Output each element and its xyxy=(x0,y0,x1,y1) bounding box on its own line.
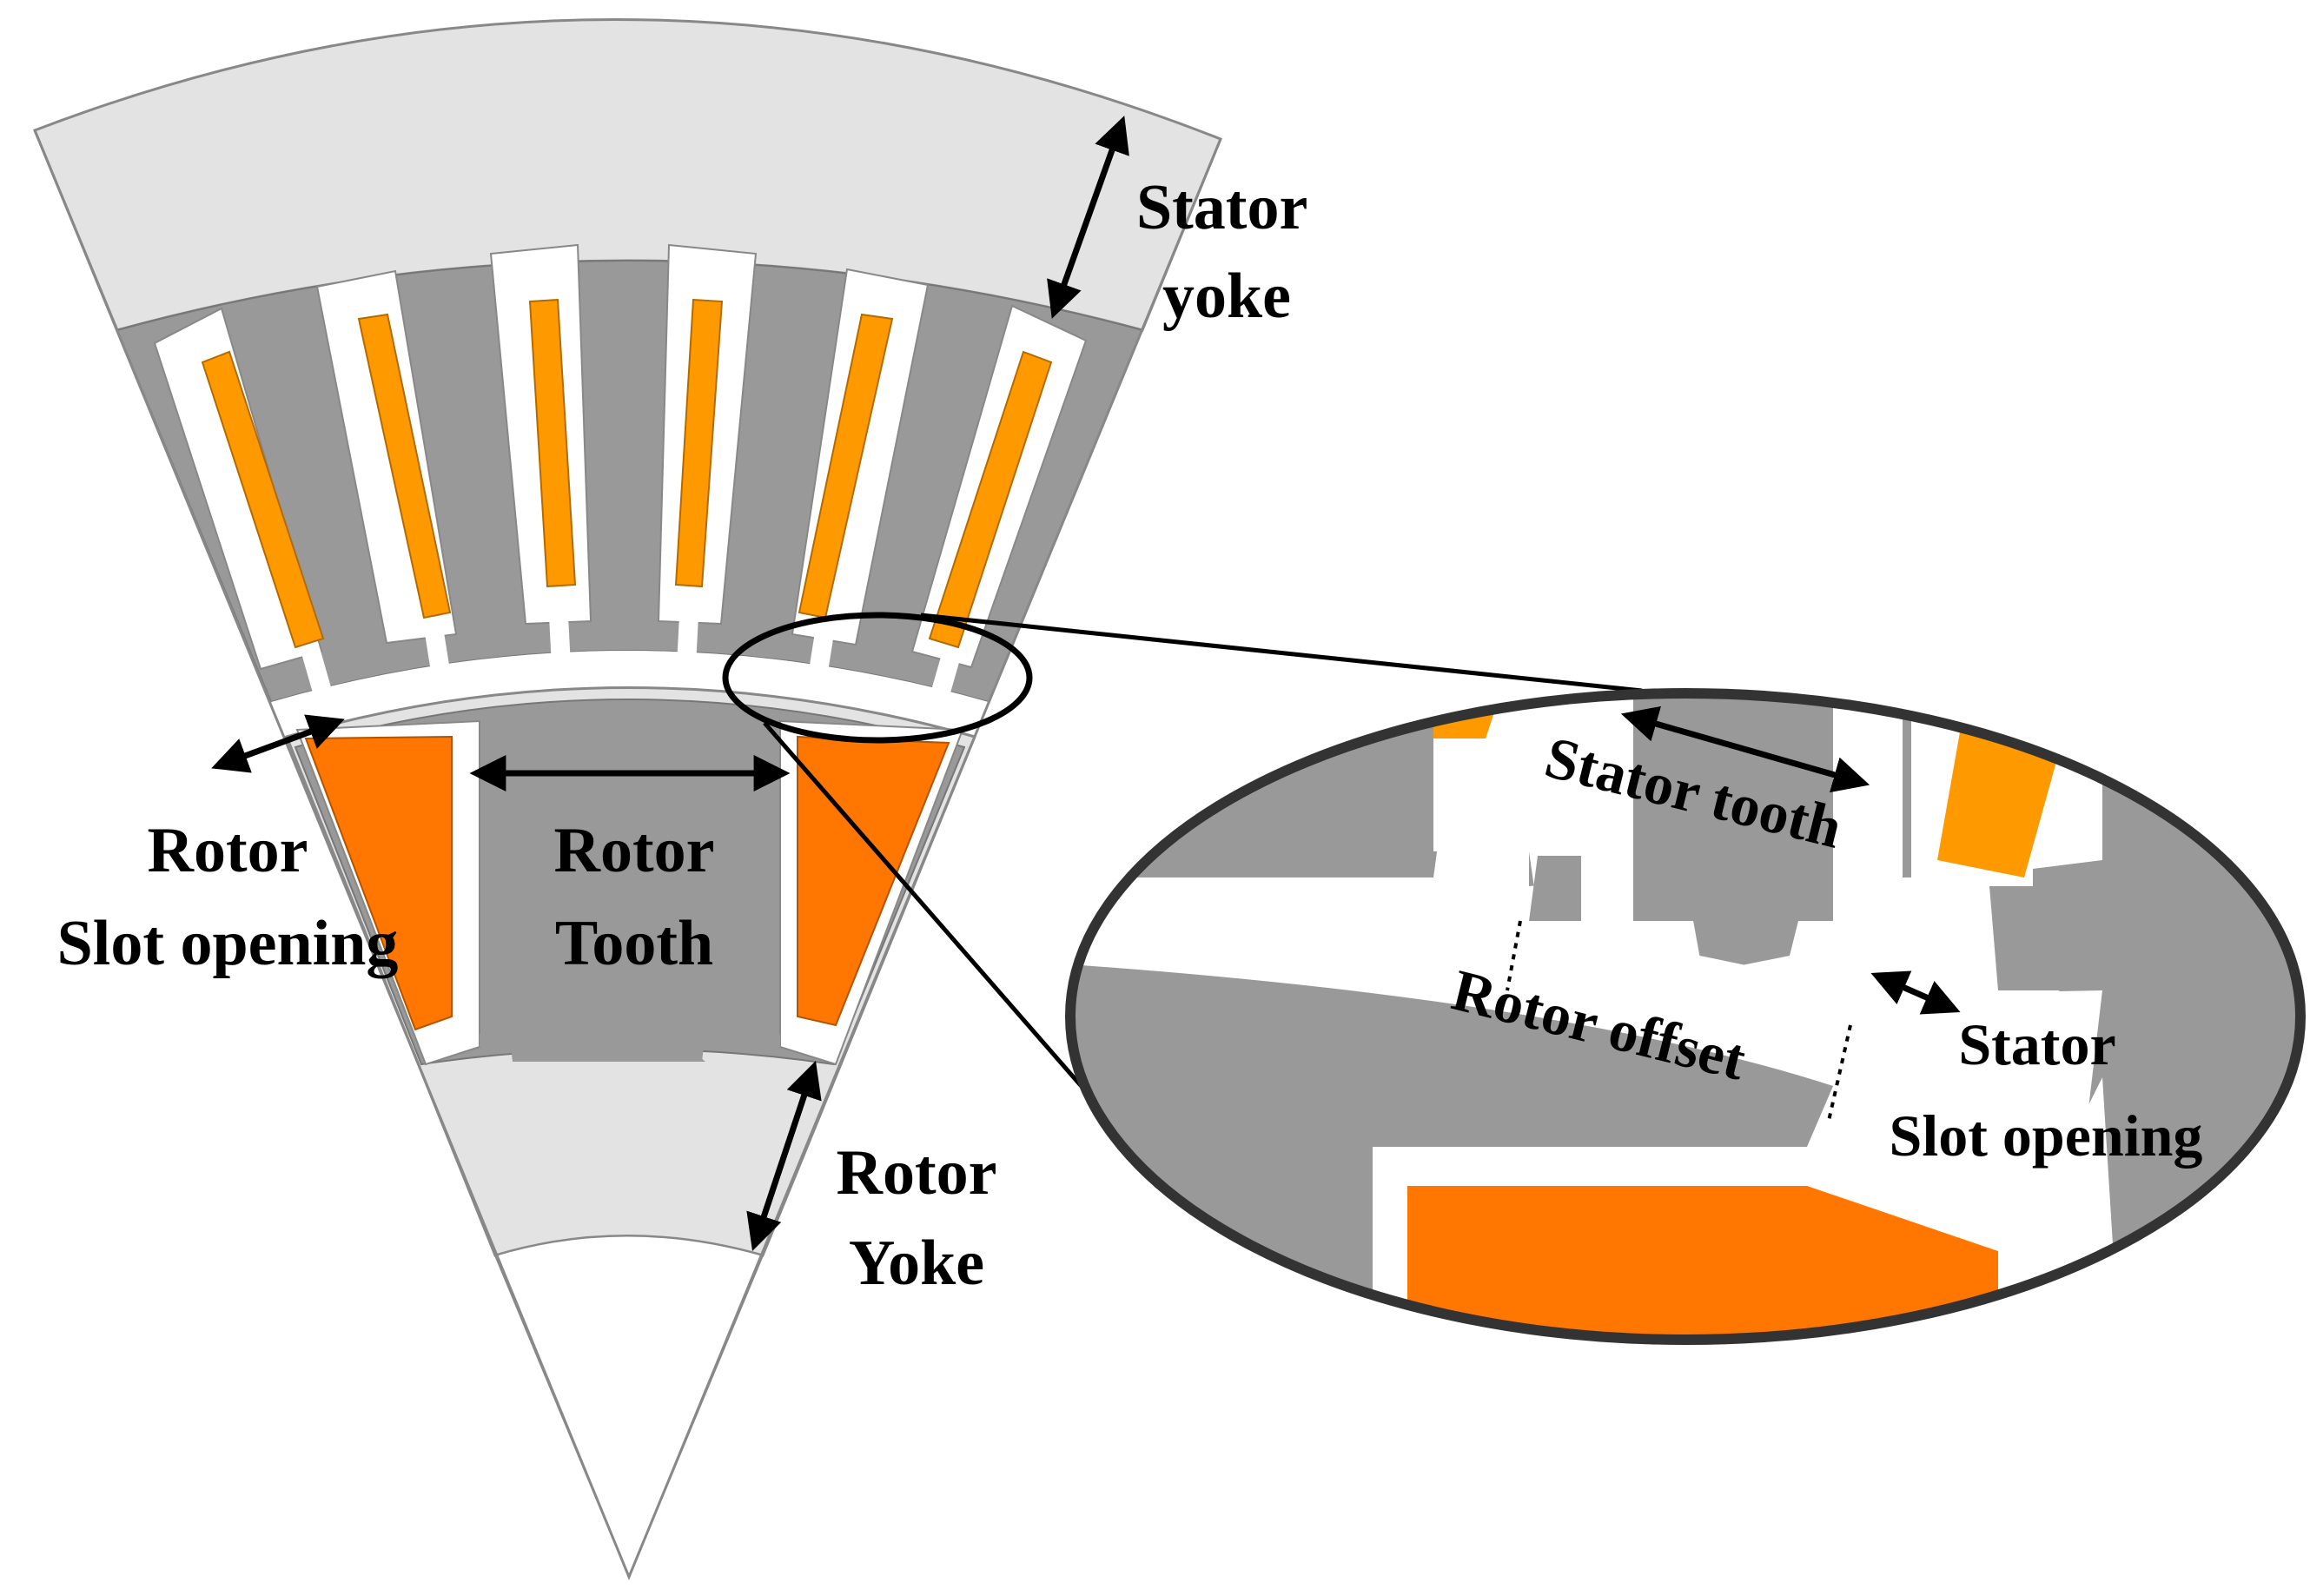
rotor-tooth-tab xyxy=(530,1038,705,1062)
stator-yoke-arrow xyxy=(1047,116,1129,319)
label-stator-yoke-line2: yoke xyxy=(1162,261,1291,332)
label-rotor-yoke-line2: Yoke xyxy=(849,1228,984,1299)
rotor-slot-opening-arrow xyxy=(211,714,345,773)
machine-sector xyxy=(33,18,1222,1580)
stator-coil xyxy=(928,350,1053,649)
stator-coil xyxy=(357,313,452,619)
label-rotor-slot-line1: Rotor xyxy=(148,815,308,886)
label-rotor-yoke-line1: Rotor xyxy=(837,1137,997,1209)
stator-slot-opening-arrow xyxy=(1870,970,1961,1015)
label-stator-slot-line2: Slot opening xyxy=(1890,1103,2203,1169)
shaft-bore xyxy=(493,1235,764,1579)
rotor-offset-guide-left xyxy=(1506,920,1522,991)
label-rotor-slot-line2: Slot opening xyxy=(57,908,399,979)
air-gap xyxy=(271,651,989,737)
stator-tooth-arrow xyxy=(1620,705,1870,793)
dimension-arrows xyxy=(211,116,1961,1251)
stator-coil xyxy=(674,298,724,588)
zoom-ellipse-border xyxy=(1065,688,2306,1345)
zoom-source-circle xyxy=(722,612,1033,744)
label-rotor-tooth-line1: Rotor xyxy=(554,815,715,886)
label-stator-slot-line1: Stator xyxy=(1958,1011,2115,1077)
stator-coils xyxy=(201,298,1053,649)
stator-coil xyxy=(201,350,325,649)
zoom-connector-top xyxy=(920,613,1643,693)
rotor-coil-left xyxy=(304,735,453,1031)
rotor-yoke-arrow xyxy=(746,1061,822,1251)
sector-outline xyxy=(33,129,1222,1580)
rotor-offset-guide-right xyxy=(1827,1024,1852,1122)
zoom-connector-bottom xyxy=(763,721,1098,1105)
label-rotor-tooth-line2: Tooth xyxy=(555,908,713,979)
label-stator-yoke-line1: Stator xyxy=(1136,172,1307,243)
stator-coil xyxy=(528,298,577,588)
